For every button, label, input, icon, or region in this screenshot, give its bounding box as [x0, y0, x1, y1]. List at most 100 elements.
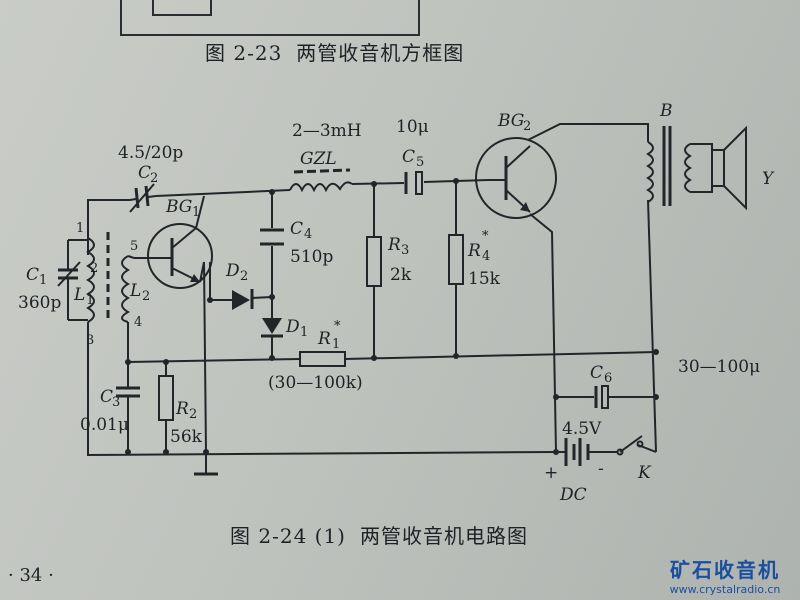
bottom-figure-caption: 图 2-24 (1)两管收音机电路图 — [230, 520, 528, 549]
r1-resistor-symbol — [299, 351, 346, 367]
c1-subscript: 1 — [39, 273, 47, 288]
battery-minus-label: - — [598, 459, 604, 479]
gzl-label: GZL — [300, 149, 337, 169]
junction-dot — [453, 353, 459, 359]
r1-value-label: (30—100k) — [268, 373, 363, 393]
watermark-url: www.crystalradio.cn — [669, 583, 781, 596]
junction-dot — [203, 449, 209, 455]
c2-label: C — [138, 163, 151, 183]
bg1-transistor-symbol — [134, 195, 213, 289]
bg2-subscript: 2 — [523, 119, 531, 134]
bottom-caption-title: 两管收音机电路图 — [359, 524, 528, 548]
l1-subscript: 1 — [86, 293, 94, 308]
bg2-transistor-symbol — [475, 137, 557, 219]
junction-dot — [269, 294, 275, 300]
gzl-choke-symbol — [289, 168, 353, 193]
c1-label: C — [26, 265, 39, 285]
coil-pin-4: 4 — [134, 315, 142, 330]
c4-value-label: 510p — [290, 247, 333, 267]
top-caption-title: 两管收音机方框图 — [296, 41, 465, 65]
r3-value-label: 2k — [390, 265, 412, 285]
d1-label: D — [285, 317, 300, 337]
gzl-value-label: 2—3mH — [292, 121, 362, 141]
r2-value-label: 56k — [170, 427, 203, 447]
c4-label: C — [290, 219, 303, 239]
c6-label: C — [590, 363, 603, 383]
r4-star: * — [482, 229, 489, 244]
d1-subscript: 1 — [300, 325, 308, 340]
bg1-subscript: 1 — [192, 205, 200, 220]
block-diagram-inner-box — [152, 0, 212, 16]
junction-dot — [269, 355, 275, 361]
l2-label: L — [129, 281, 141, 301]
c3-label: C — [100, 387, 113, 407]
bg1-label: BG — [165, 197, 192, 217]
l1-label: L — [73, 285, 85, 305]
switch-k-symbol — [616, 435, 644, 456]
dc-label: DC — [559, 485, 587, 505]
coil-pin-5: 5 — [130, 239, 138, 254]
c2-trimmer-capacitor-symbol — [129, 183, 157, 213]
d2-diode-symbol — [232, 289, 254, 310]
junction-dot — [163, 359, 169, 365]
junction-dot — [553, 394, 559, 400]
r3-resistor-symbol — [366, 236, 382, 287]
top-figure-caption: 图 2-23 两管收音机方框图 — [205, 37, 464, 66]
junction-dot — [125, 449, 131, 455]
l2-subscript: 2 — [142, 289, 150, 304]
r4-resistor-symbol — [448, 234, 464, 285]
junction-dot — [207, 297, 213, 303]
junction-dot — [371, 355, 377, 361]
c3-capacitor-symbol — [116, 386, 140, 398]
r1-star: * — [334, 319, 341, 334]
l2-coil-symbol — [121, 255, 135, 323]
junction-dots — [125, 178, 659, 455]
c6-value-label: 30—100μ — [678, 357, 760, 377]
transformer-b-label: B — [659, 101, 673, 121]
d1-diode-symbol — [261, 318, 283, 338]
r4-value-label: 15k — [468, 269, 501, 289]
coil-pin-2: 2 — [90, 261, 98, 276]
watermark-title: 矿石收音机 — [670, 558, 780, 582]
d2-label: D — [225, 261, 240, 281]
junction-dot — [653, 394, 659, 400]
junction-dot — [269, 189, 275, 195]
battery-plus-label: + — [544, 463, 558, 483]
r2-resistor-symbol — [158, 375, 174, 421]
junction-dot — [453, 178, 459, 184]
r3-subscript: 3 — [401, 243, 409, 258]
c5-subscript: 5 — [416, 155, 424, 170]
junction-dot — [553, 449, 559, 455]
junction-dot — [125, 359, 131, 365]
page-number: · 34 · — [8, 565, 54, 586]
junction-dot — [163, 449, 169, 455]
r1-subscript: 1 — [332, 337, 340, 352]
block-diagram-frame — [120, 0, 420, 36]
switch-k-label: K — [637, 463, 652, 483]
r1-label: R — [317, 329, 331, 349]
junction-dot — [653, 349, 659, 355]
r2-subscript: 2 — [189, 407, 197, 422]
c5-capacitor-symbol — [404, 171, 423, 195]
top-caption-number: 图 2-23 — [205, 41, 283, 65]
battery-value-label: 4.5V — [562, 419, 602, 439]
d2-subscript: 2 — [240, 269, 248, 284]
c3-subscript: 3 — [112, 395, 120, 410]
coil-pin-1: 1 — [76, 221, 84, 236]
c5-label: C — [402, 147, 415, 167]
output-transformer-symbol — [646, 126, 713, 206]
r4-subscript: 4 — [482, 249, 490, 264]
battery-symbol — [564, 438, 590, 466]
coil-pin-3: 3 — [86, 333, 94, 348]
c3-value-label: 0.01μ — [80, 415, 129, 435]
bg2-label: BG — [497, 111, 524, 131]
c1-value-label: 360p — [18, 293, 61, 313]
junction-dot — [371, 181, 377, 187]
c2-value-label: 4.5/20p — [118, 143, 183, 163]
l1-c1-tank-circuit-symbol — [57, 232, 110, 330]
c2-subscript: 2 — [150, 171, 158, 186]
speaker-y-label: Y — [762, 169, 775, 189]
c6-subscript: 6 — [604, 371, 612, 386]
site-watermark: 矿石收音机 www.crystalradio.cn — [656, 554, 794, 596]
